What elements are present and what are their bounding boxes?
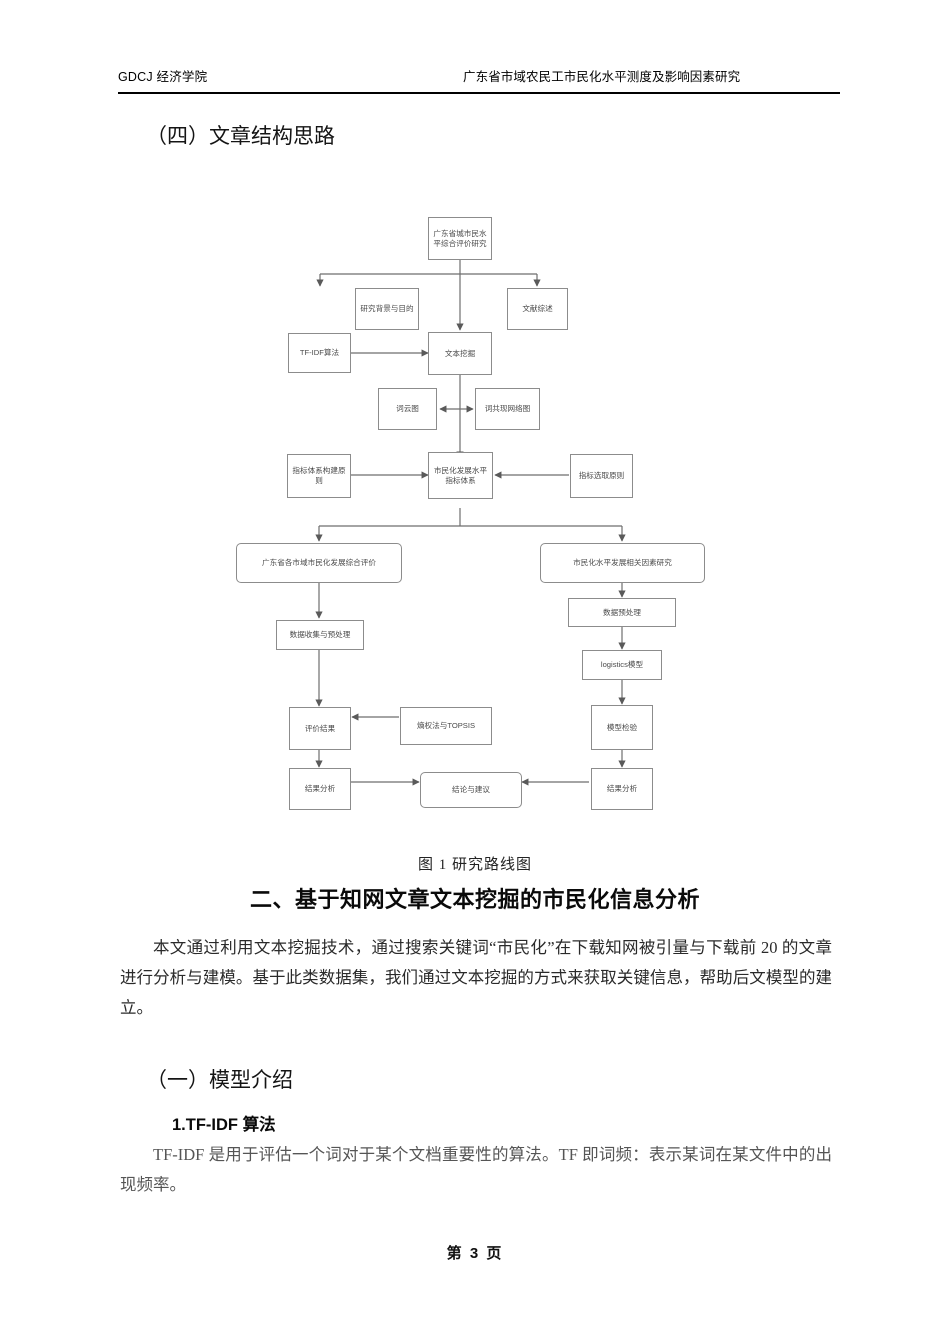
heading-tfidf-algorithm: 1.TF-IDF 算法	[172, 1116, 276, 1134]
flow-node-evaluation-result: 评价结果	[289, 707, 351, 750]
flow-node-result-analysis-left: 结果分析	[289, 768, 351, 810]
flow-node-entropy-topsis: 熵权法与TOPSIS	[400, 707, 492, 745]
flow-node-model-test: 模型检验	[591, 705, 653, 750]
header-right-text: 广东省市域农民工市民化水平测度及影响因素研究	[463, 70, 741, 84]
flow-node-research-background: 研究背景与目的	[355, 288, 419, 330]
flow-node-logistics-model: logistics模型	[582, 650, 662, 680]
page-footer: 第 3 页	[446, 1245, 504, 1262]
flowchart-connectors	[315, 260, 626, 786]
flow-node-factor-study: 市民化水平发展相关因素研究	[540, 543, 705, 583]
flow-node-index-build-principle: 指标体系构建原则	[287, 454, 351, 498]
flow-node-city-comprehensive-eval: 广东省各市域市民化发展综合评价	[236, 543, 402, 583]
heading-article-structure: （四）文章结构思路	[146, 125, 335, 148]
header-left-text: GDCJ 经济学院	[118, 70, 208, 84]
flow-node-index-select-principle: 指标选取原则	[570, 454, 633, 498]
flow-node-word-cloud: 词云图	[378, 388, 437, 430]
flow-node-root: 广东省城市民水平综合评价研究	[428, 217, 492, 260]
flow-node-data-preprocess: 数据预处理	[568, 598, 676, 627]
flow-node-text-mining: 文本挖掘	[428, 332, 492, 375]
flow-node-data-collection: 数据收集与预处理	[276, 620, 364, 650]
figure-caption: 图 1 研究路线图	[417, 857, 532, 873]
paragraph-tfidf: TF-IDF 是用于评估一个词对于某个文档重要性的算法。TF 即词频：表示某词在…	[120, 1145, 832, 1194]
page-header: GDCJ 经济学院 广东省市域农民工市民化水平测度及影响因素研究	[118, 66, 840, 94]
flow-node-conclusion-suggestion: 结论与建议	[420, 772, 522, 808]
flow-node-literature-review: 文献综述	[507, 288, 568, 330]
figure-research-roadmap: 广东省城市民水平综合评价研究 研究背景与目的 文献综述 TF-IDF算法 文本挖…	[0, 190, 950, 840]
flow-node-result-analysis-right: 结果分析	[591, 768, 653, 810]
paragraph-intro: 本文通过利用文本挖掘技术，通过搜索关键词“市民化”在下载知网被引量与下载前 20…	[120, 938, 832, 1017]
flow-node-cooccurrence-network: 词共现网络图	[475, 388, 540, 430]
flow-node-tfidf-algorithm: TF-IDF算法	[288, 333, 351, 373]
heading-chapter-two: 二、基于知网文章文本挖掘的市民化信息分析	[249, 887, 700, 912]
flow-node-index-system: 市民化发展水平指标体系	[428, 452, 493, 499]
heading-model-introduction: （一）模型介绍	[146, 1069, 293, 1092]
